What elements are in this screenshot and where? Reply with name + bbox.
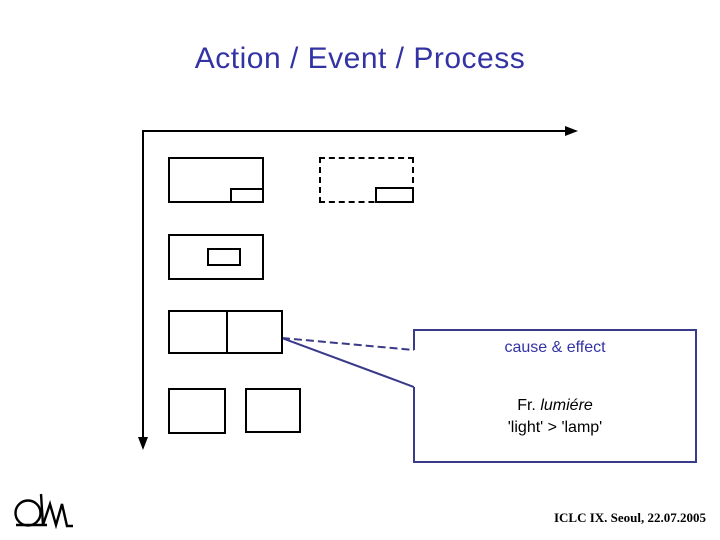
leader-line-solid [281, 337, 415, 388]
box-6 [245, 388, 301, 433]
box-2-inner [375, 187, 414, 203]
callout-french-word: lumiére [540, 397, 593, 414]
callout-gloss-line: 'light' > 'lamp' [507, 419, 603, 436]
box-4-split [168, 310, 283, 354]
callout-heading: cause & effect [504, 339, 606, 356]
box-4-divider [226, 312, 228, 352]
box-5 [168, 388, 226, 434]
qm-logo-icon [14, 493, 73, 530]
box-3-inner [207, 248, 241, 266]
leader-line-dashed [281, 337, 415, 351]
callout-body: Fr. lumiére 'light' > 'lamp' [416, 395, 694, 439]
arrow-down-icon [138, 437, 148, 450]
footer-credit: ICLC IX. Seoul, 22.07.2005 [553, 510, 706, 525]
callout-french-line: Fr. lumiére [416, 395, 694, 417]
slide-title: Action / Event / Process [194, 42, 526, 75]
arrow-right-icon [565, 126, 578, 136]
callout: cause & effect Fr. lumiére 'light' > 'la… [416, 330, 694, 462]
box-1-inner [230, 188, 264, 203]
callout-french-prefix: Fr. [517, 397, 536, 414]
